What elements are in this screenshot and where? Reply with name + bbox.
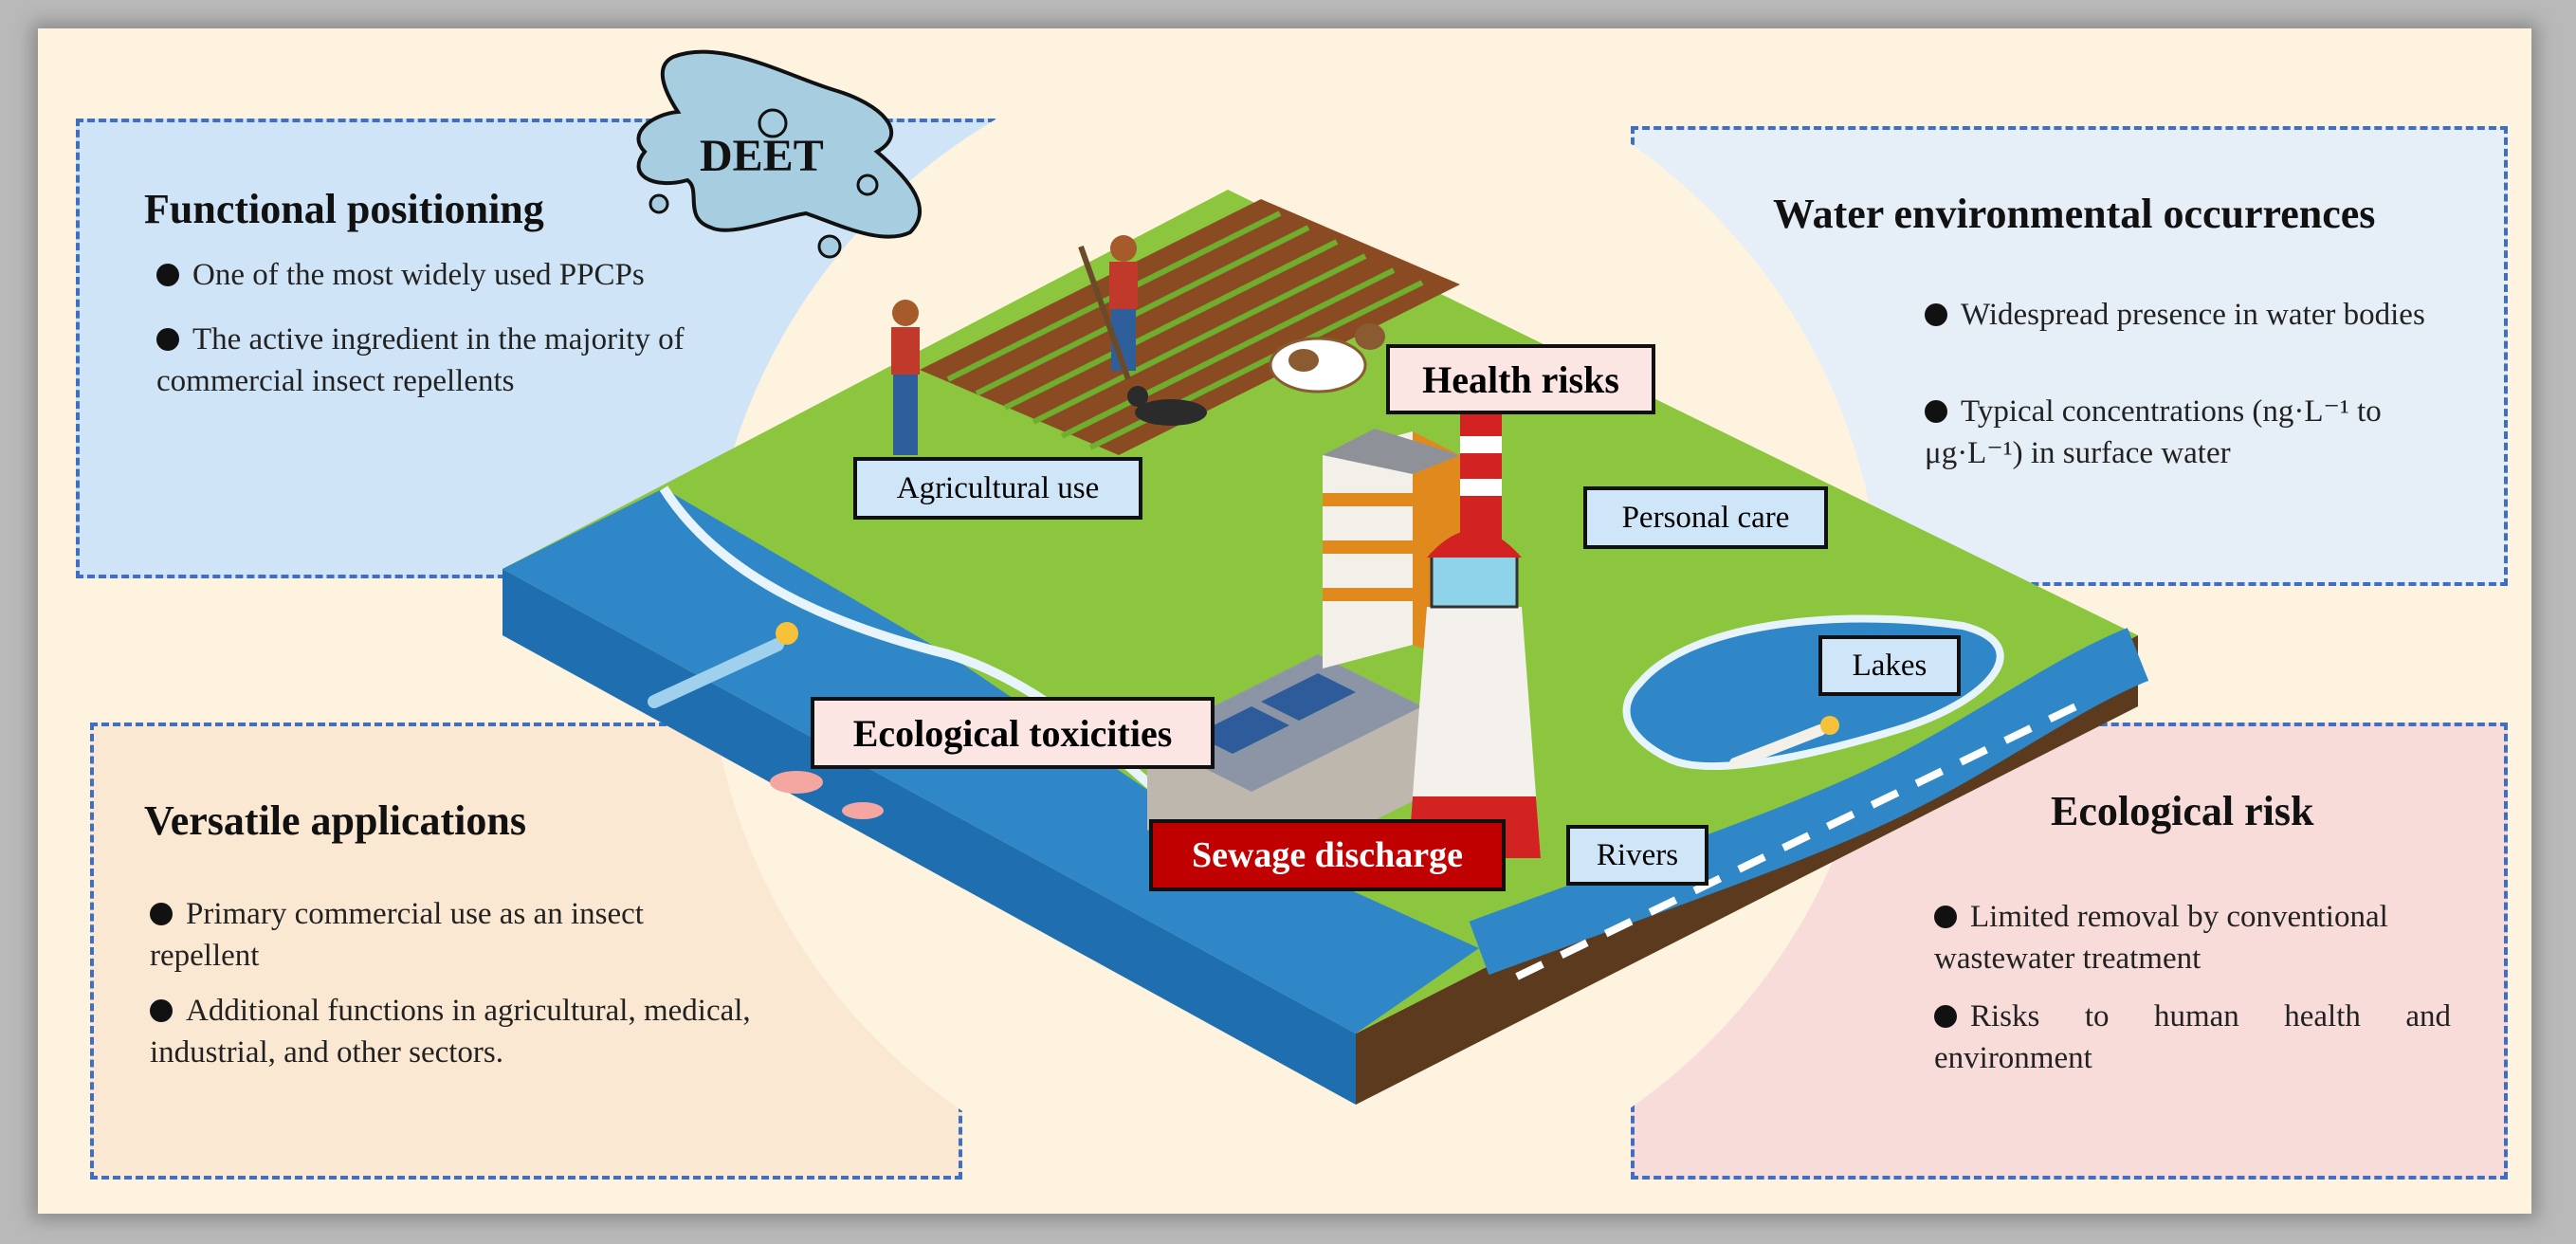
fish: [770, 771, 823, 794]
versatile-applications-title: Versatile applications: [144, 797, 526, 844]
label-rivers: Rivers: [1566, 825, 1708, 886]
bullet-icon: [150, 903, 173, 925]
functional-positioning-title: Functional positioning: [144, 186, 544, 232]
bullet-icon: [1925, 303, 1947, 326]
chimney: [1460, 408, 1502, 540]
bullet-icon: [1934, 1005, 1957, 1028]
bullet-icon: [156, 328, 179, 351]
label-ecological-toxicities: Ecological toxicities: [811, 697, 1215, 769]
functional-item-1: One of the most widely used PPCPs: [156, 254, 820, 296]
lighthouse-body: [1408, 607, 1541, 858]
farmer: [891, 300, 920, 455]
deet-label: DEET: [700, 131, 824, 181]
label-lakes: Lakes: [1818, 635, 1961, 696]
swimmer-sea: [648, 622, 798, 708]
farmer-with-hoe: [1078, 235, 1138, 381]
label-sewage-discharge: Sewage discharge: [1149, 819, 1506, 891]
river-road-line: [1515, 698, 2088, 980]
fish: [842, 802, 884, 819]
ecorisk-item-2: Risks to human health and environment: [1934, 999, 2451, 1075]
solar-panels: [1195, 673, 1356, 754]
deet-splash-icon: [636, 49, 923, 239]
versatile-item-1: Primary commercial use as an insect repe…: [150, 897, 644, 973]
lighthouse-dome: [1427, 530, 1522, 558]
farm-field: [920, 199, 1460, 455]
swimmer-lake: [1729, 716, 1839, 769]
bullet-icon: [150, 999, 173, 1022]
ecorisk-item-1: Limited removal by conventional wastewat…: [1934, 900, 2388, 976]
lighthouse-lantern: [1430, 553, 1519, 609]
office-roof: [1323, 429, 1460, 474]
label-agricultural-use: Agricultural use: [853, 457, 1142, 520]
water-side-face: [502, 569, 1356, 1105]
water-occurrences-title: Water environmental occurrences: [1773, 191, 2376, 237]
ecological-risk-title: Ecological risk: [2051, 788, 2314, 834]
label-health-risks: Health risks: [1386, 344, 1655, 414]
bullet-icon: [1925, 400, 1947, 423]
versatile-item-2: Additional functions in agricultural, me…: [150, 994, 751, 1070]
dog: [1127, 386, 1207, 426]
water-item-1: Widespread presence in water bodies: [1925, 294, 2441, 336]
water-item-2: Typical concentrations (ng·L⁻¹ to μg·L⁻¹…: [1925, 394, 2382, 470]
bullet-icon: [1934, 906, 1957, 928]
functional-item-2: The active ingredient in the majority of…: [156, 322, 685, 398]
cow: [1269, 323, 1385, 393]
river: [1469, 628, 2149, 976]
office-window-bands: [1323, 493, 1413, 601]
label-personal-care: Personal care: [1583, 486, 1828, 549]
bullet-icon: [156, 264, 179, 286]
